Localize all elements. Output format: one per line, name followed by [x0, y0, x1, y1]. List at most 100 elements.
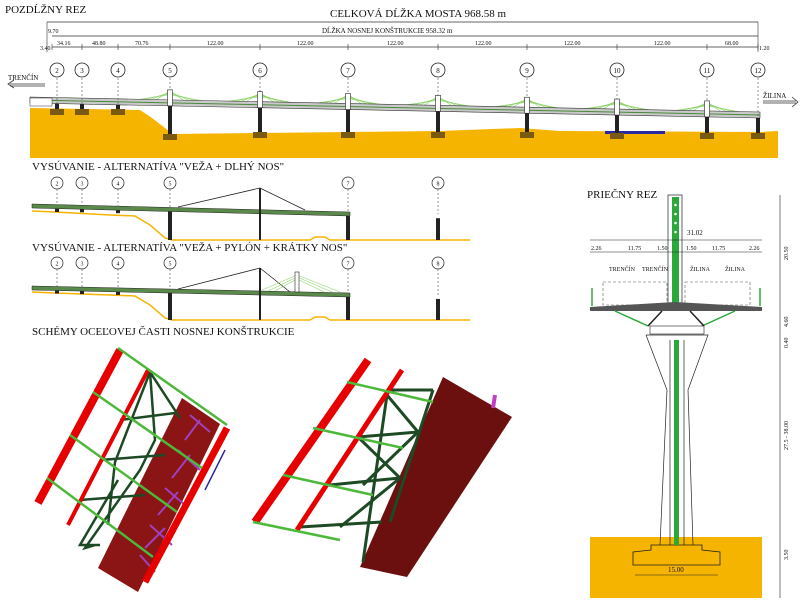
pier-number: 2: [56, 262, 59, 268]
pier-number: 3: [81, 262, 84, 268]
pier-footing: [163, 134, 177, 140]
edge-beam: [251, 357, 372, 525]
pier-column: [55, 290, 59, 294]
pylon: [704, 100, 710, 118]
structure-length-label: DĹŽKA NOSNEJ KONŠTRUKCIE 958.32 m: [322, 27, 453, 35]
box-girder: [98, 398, 220, 592]
height-dim: 3.50: [784, 550, 790, 561]
pier-number: 7: [347, 262, 350, 268]
pier-column: [615, 115, 619, 133]
deck-girder-line: [29, 99, 761, 116]
launching-b-title: VYSÚVANIE - ALTERNATÍVA "VEŽA + PYLÓN + …: [32, 242, 347, 254]
pier-column: [436, 218, 440, 240]
pier-column: [168, 293, 172, 320]
pier-number: 2: [55, 67, 59, 75]
struts-black: [647, 310, 705, 327]
launched-deck: [31, 203, 351, 217]
pier-column: [756, 117, 760, 133]
pier-marker: [340, 62, 356, 78]
box-girder-section: [649, 325, 705, 335]
pier-marker: [430, 62, 446, 78]
stringer: [294, 368, 405, 532]
ground-line: [31, 210, 470, 241]
pier-column: [55, 208, 59, 212]
pier-footing: [75, 109, 89, 115]
arrow-left-icon: [7, 79, 45, 89]
pier-column: [116, 104, 120, 109]
pier-marker: [252, 62, 268, 78]
box-girder: [360, 377, 512, 577]
pier-footing: [341, 132, 355, 138]
pier-number: 5: [169, 262, 172, 268]
pier-marker: [750, 62, 766, 78]
pier-column: [645, 334, 709, 546]
edge-beam: [34, 348, 124, 505]
pier-marker: [519, 62, 535, 78]
ground-profile: [30, 108, 778, 158]
pier-column: [346, 215, 350, 240]
pier-number: 5: [169, 182, 172, 188]
pier-footing: [700, 133, 714, 139]
pylon: [345, 93, 351, 110]
anchor-dots: [674, 203, 677, 234]
cross-section: PRIEČNY REZ 15.00 31.02 2.26 11.75 1.50 …: [587, 189, 790, 598]
pier-core: [674, 340, 679, 545]
pier-number: 12: [755, 67, 763, 75]
span-label: 122.00: [207, 41, 224, 47]
pier-number: 10: [614, 67, 622, 75]
pier-footing: [253, 132, 267, 138]
width-dim: 1.50: [657, 246, 668, 252]
pier-column: [705, 116, 709, 133]
bracing: [299, 388, 435, 563]
lane-label: ŽILINA: [690, 265, 711, 273]
cross-beams: [46, 346, 228, 559]
pier-marker: [609, 62, 625, 78]
pier-number: 9: [525, 67, 529, 75]
stringer: [66, 369, 150, 526]
direction-zilina: ŽILINA: [763, 92, 786, 100]
long-section-title: POZDĹŽNY REZ: [5, 4, 86, 16]
span-label: 68.00: [725, 41, 739, 47]
span-label: 122.00: [297, 41, 314, 47]
pier-number: 7: [347, 182, 350, 188]
pier-column: [168, 105, 172, 134]
left-dim-1: 9.70: [48, 29, 59, 35]
pier-number: 8: [436, 67, 440, 75]
pier-footing: [50, 109, 64, 115]
pier-column: [168, 211, 172, 240]
height-dim: 20.50: [784, 247, 790, 261]
span-label: 122.00: [654, 41, 671, 47]
pier-marker: [110, 62, 126, 78]
arrow-right-icon: [763, 96, 799, 108]
struts-green: [614, 310, 736, 327]
pier-column: [55, 103, 59, 109]
footing-width: 15.00: [668, 566, 684, 574]
pier-number: 4: [117, 182, 120, 188]
launching-a-title: VYSÚVANIE - ALTERNATÍVA "VEŽA + DLHÝ NOS…: [32, 161, 284, 173]
pylon: [294, 271, 300, 293]
steel-scheme-left: [34, 346, 231, 592]
pier-number: 3: [80, 67, 84, 75]
width-dim: 2.26: [591, 246, 602, 252]
pier-number: 5: [168, 67, 172, 75]
temporary-pylon: [261, 271, 341, 293]
pier-number: 8: [437, 262, 440, 268]
pier-footing: [610, 133, 624, 139]
direction-trencin: TRENČÍN: [8, 74, 38, 82]
span-label: 70.76: [135, 41, 149, 47]
clearance-profile: [602, 281, 668, 306]
abutment-left: [29, 97, 53, 107]
edge-beam: [141, 426, 231, 584]
total-width: 31.02: [687, 229, 703, 237]
pier-column: [116, 291, 120, 295]
lane-label: ŽILINA: [725, 265, 746, 273]
launching-tower-stays: [177, 187, 306, 211]
pier-number: 6: [258, 67, 262, 75]
launching-nose-part: [491, 394, 497, 409]
pylon: [524, 96, 530, 114]
pier-number: 11: [704, 67, 711, 75]
pier-footing: [431, 132, 445, 138]
width-dim: 2.26: [749, 246, 760, 252]
